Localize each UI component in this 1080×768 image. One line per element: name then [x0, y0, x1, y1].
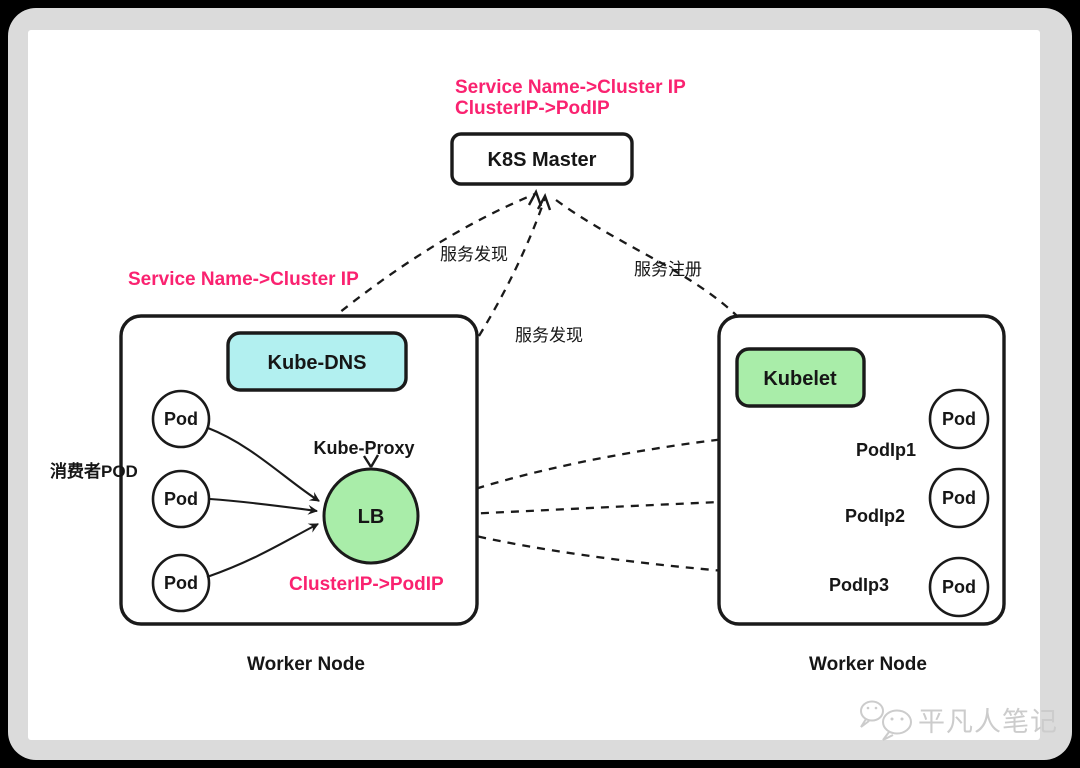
kube-dns-label: Kube-DNS	[268, 352, 367, 374]
pod-circle	[151, 469, 211, 529]
pod-label: Pod	[942, 409, 976, 429]
kube-proxy-label: Kube-Proxy	[313, 438, 414, 458]
watermark-text: 平凡人笔记	[918, 707, 1058, 737]
edge-lb-master-arrowhead-up	[536, 193, 552, 211]
edge-lb-pod1	[419, 418, 924, 511]
edge-kubedns-arrowhead-up	[527, 189, 543, 207]
k8s-master-box	[450, 132, 634, 186]
edge-master-kubelet	[555, 199, 764, 347]
pod-circle	[928, 556, 990, 618]
lb-circle	[322, 467, 420, 565]
consumer-pod-label: 消费者POD	[50, 461, 138, 481]
lb-annotation: ClusterIP->PodIP	[289, 574, 444, 595]
service-discovery-dns-label: 服务发现	[440, 245, 508, 264]
pod-ip1-label: PodIp1	[856, 440, 916, 460]
pod-circle	[151, 389, 211, 449]
kubelet-box	[735, 347, 866, 408]
pod-label: Pod	[164, 573, 198, 593]
lb-label: LB	[358, 506, 385, 528]
master-annotation-line2: ClusterIP->PodIP	[455, 98, 610, 119]
service-discovery-lb-label: 服务发现	[515, 326, 583, 345]
edge-pod2-lb	[209, 497, 318, 515]
edge-pod3-lb	[206, 523, 319, 578]
left-worker-annotation: Service Name->Cluster IP	[128, 269, 359, 290]
edge-lb-pod3	[419, 520, 921, 589]
service-register-label: 服务注册	[634, 260, 702, 279]
kube-proxy-arrowhead	[362, 454, 380, 468]
pod-label: Pod	[164, 489, 198, 509]
right-worker-caption: Worker Node	[809, 654, 927, 675]
kubelet-label: Kubelet	[763, 368, 837, 390]
edge-kubedns-master	[317, 192, 536, 331]
left-worker-caption: Worker Node	[247, 654, 365, 675]
pod-ip2-label: PodIp2	[845, 506, 905, 526]
master-annotation-line1: Service Name->Cluster IP	[455, 77, 686, 98]
pod-circle	[928, 388, 990, 450]
pod-circle	[151, 553, 211, 613]
k8s-master-label: K8S Master	[488, 149, 597, 171]
wechat-icon	[860, 700, 912, 741]
pod-ip3-label: PodIp3	[829, 575, 889, 595]
kube-dns-box	[226, 331, 408, 392]
pod-label: Pod	[942, 488, 976, 508]
edge-pod1-lb	[207, 427, 320, 502]
pod-label: Pod	[164, 409, 198, 429]
pod-label: Pod	[942, 577, 976, 597]
pod-circle	[928, 467, 990, 529]
